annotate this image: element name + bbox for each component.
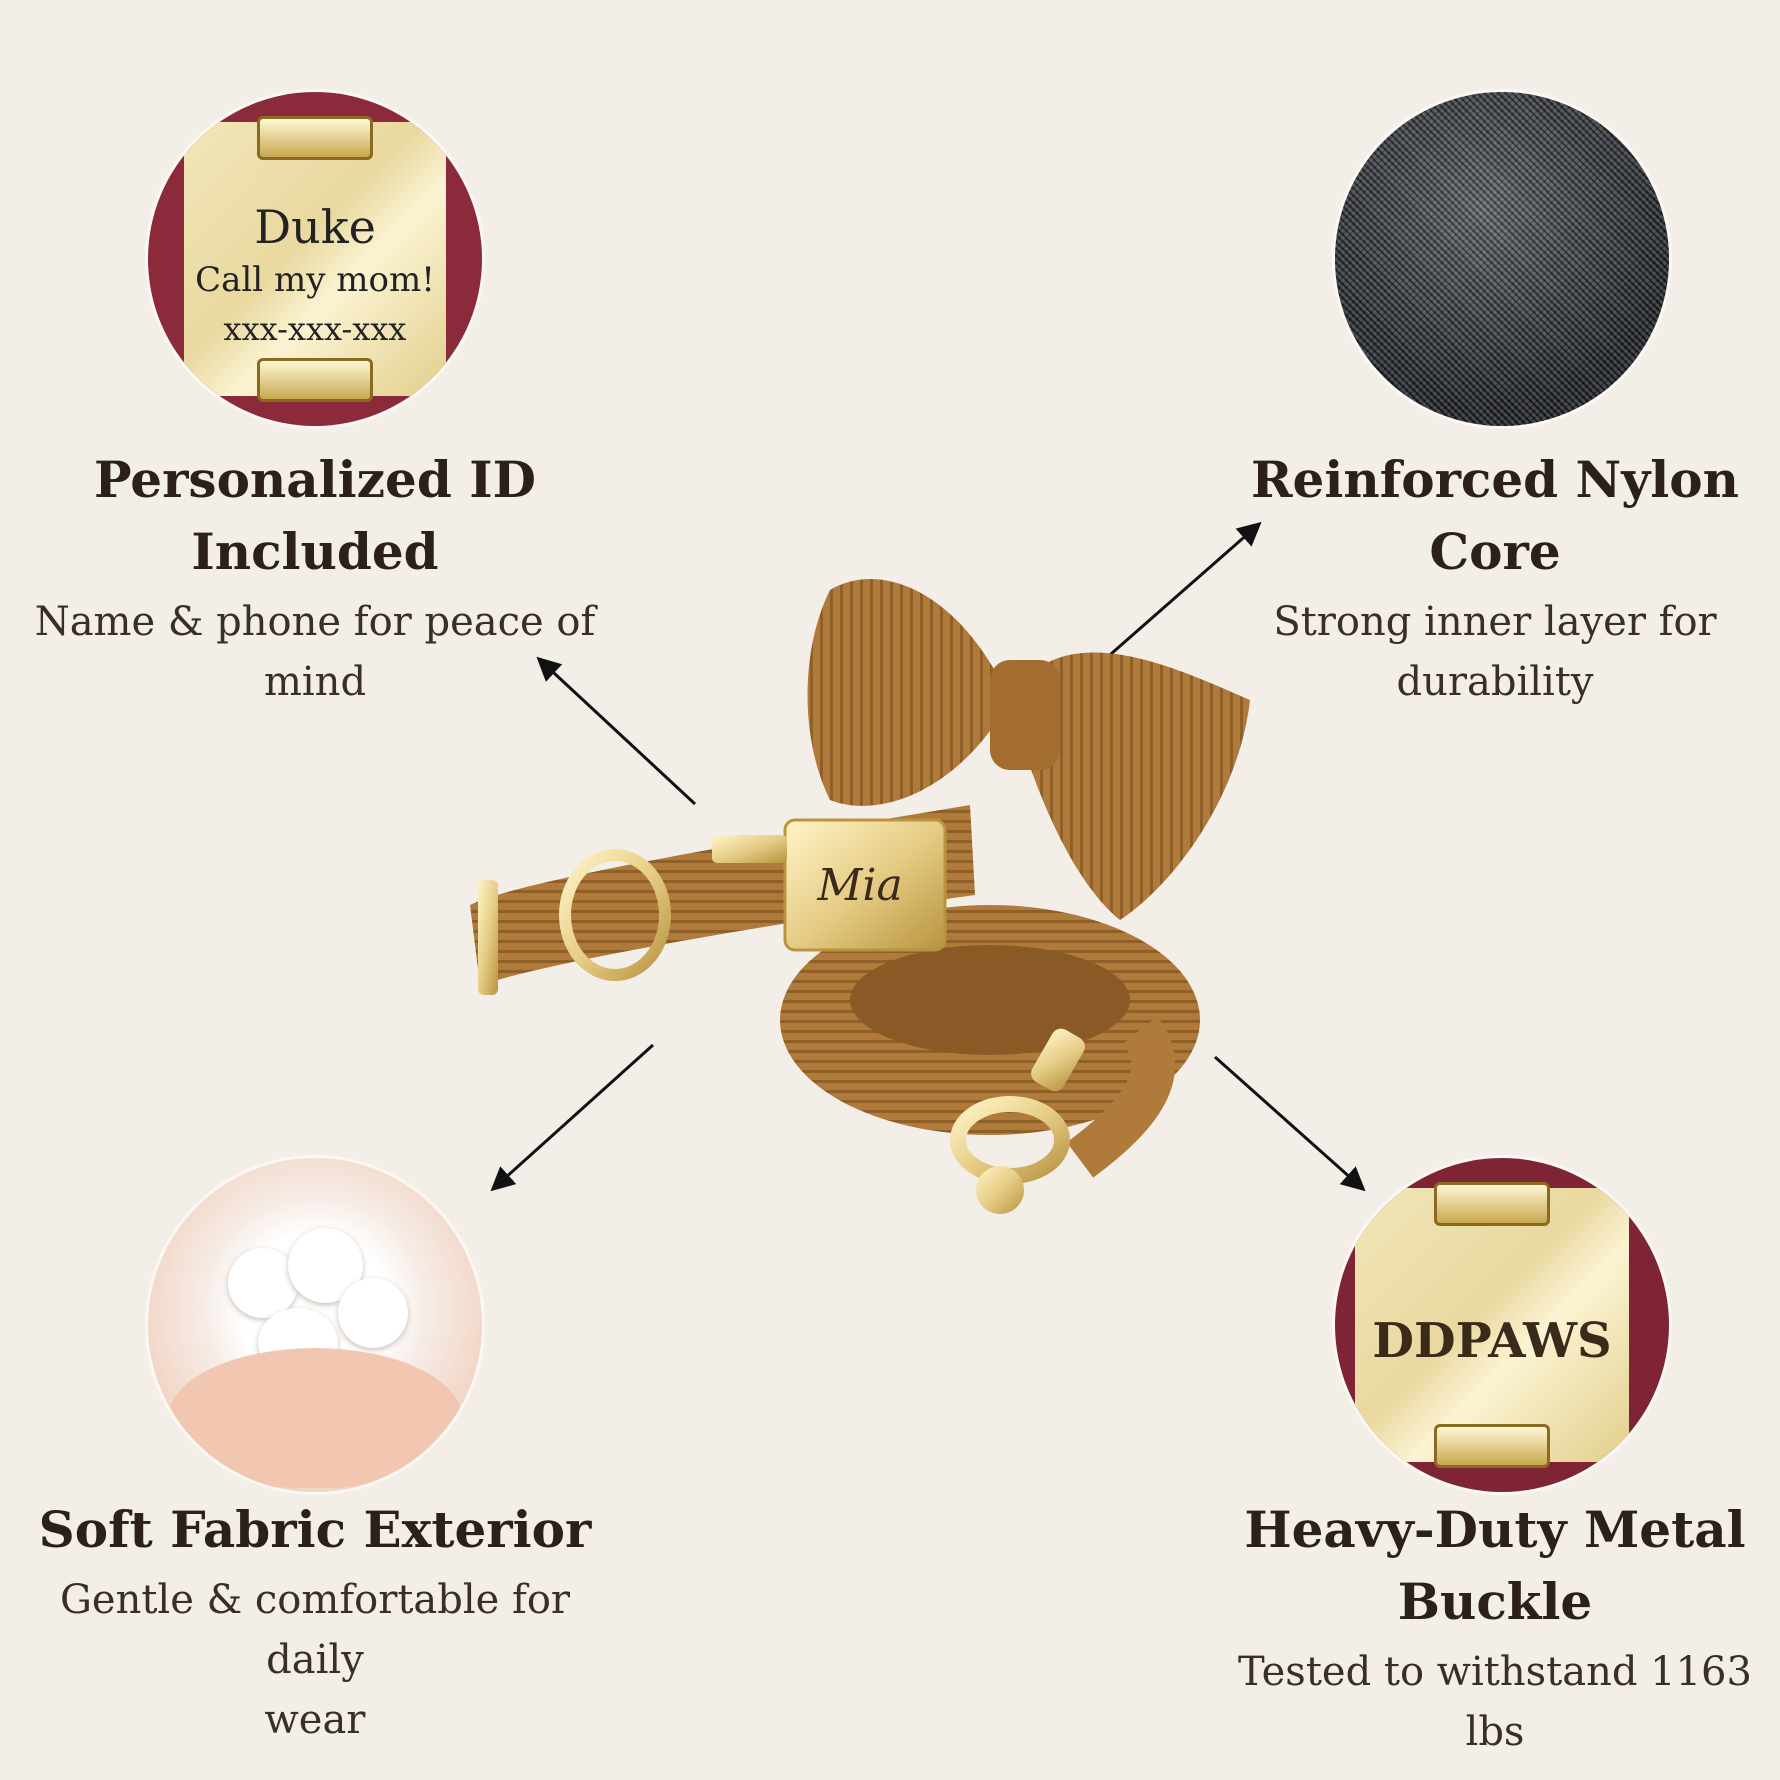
collar-buckle: Mia — [712, 818, 947, 952]
leash-coil — [780, 905, 1200, 1178]
feature-soft-fabric: Soft Fabric Exterior Gentle & comfortabl… — [10, 1494, 620, 1750]
buckle-clip-top — [1434, 1182, 1550, 1226]
buckle-clip-bottom — [1434, 1424, 1550, 1468]
feature-metal-buckle: Heavy-Duty Metal Buckle Tested to withst… — [1210, 1494, 1780, 1762]
leash-hook-icon — [950, 1028, 1085, 1214]
feature-personalized-id: Personalized ID Included Name & phone fo… — [20, 444, 610, 712]
feature-description: Tested to withstand 1163 lbs — [1238, 1649, 1752, 1755]
tag-phone: xxx-xxx-xxx — [223, 310, 407, 348]
buckle-plate: DDPAWS — [1355, 1182, 1629, 1468]
metal-buckle-image: DDPAWS — [1335, 1158, 1669, 1492]
collar-engraving: Mia — [816, 860, 902, 911]
collar: Mia — [470, 805, 975, 995]
id-tag-image: Duke Call my mom! xxx-xxx-xxx — [148, 92, 482, 426]
feature-title: Heavy-Duty Metal Buckle — [1244, 1500, 1746, 1631]
feature-description: Strong inner layer for durability — [1273, 599, 1717, 705]
feature-description: Name & phone for peace of mind — [34, 599, 596, 705]
arrow-to-buckle — [1214, 1055, 1366, 1192]
feature-title: Personalized ID Included — [94, 450, 536, 581]
arrow-to-id — [536, 656, 697, 806]
tag-line: Call my mom! — [195, 260, 435, 300]
cotton-ball-icon — [228, 1248, 298, 1318]
hands-shape — [168, 1348, 462, 1488]
nylon-weave — [1335, 92, 1669, 426]
feature-title: Reinforced Nylon Core — [1251, 450, 1739, 581]
cotton-ball-icon — [338, 1278, 408, 1348]
arrow-to-nylon — [1094, 521, 1262, 670]
id-tag-plate: Duke Call my mom! xxx-xxx-xxx — [184, 116, 446, 402]
arrow-to-fabric — [490, 1043, 655, 1192]
feature-title: Soft Fabric Exterior — [38, 1500, 592, 1559]
feature-description: Gentle & comfortable for daily wear — [59, 1577, 571, 1743]
bow-tie — [807, 579, 1250, 920]
tag-name: Duke — [254, 200, 376, 254]
nylon-texture-image — [1335, 92, 1669, 426]
buckle-engraving: DDPAWS — [1372, 1313, 1612, 1369]
tag-clip-top — [257, 116, 373, 160]
cotton-image — [148, 1158, 482, 1492]
tag-clip-bottom — [257, 358, 373, 402]
feature-nylon-core: Reinforced Nylon Core Strong inner layer… — [1210, 444, 1780, 712]
